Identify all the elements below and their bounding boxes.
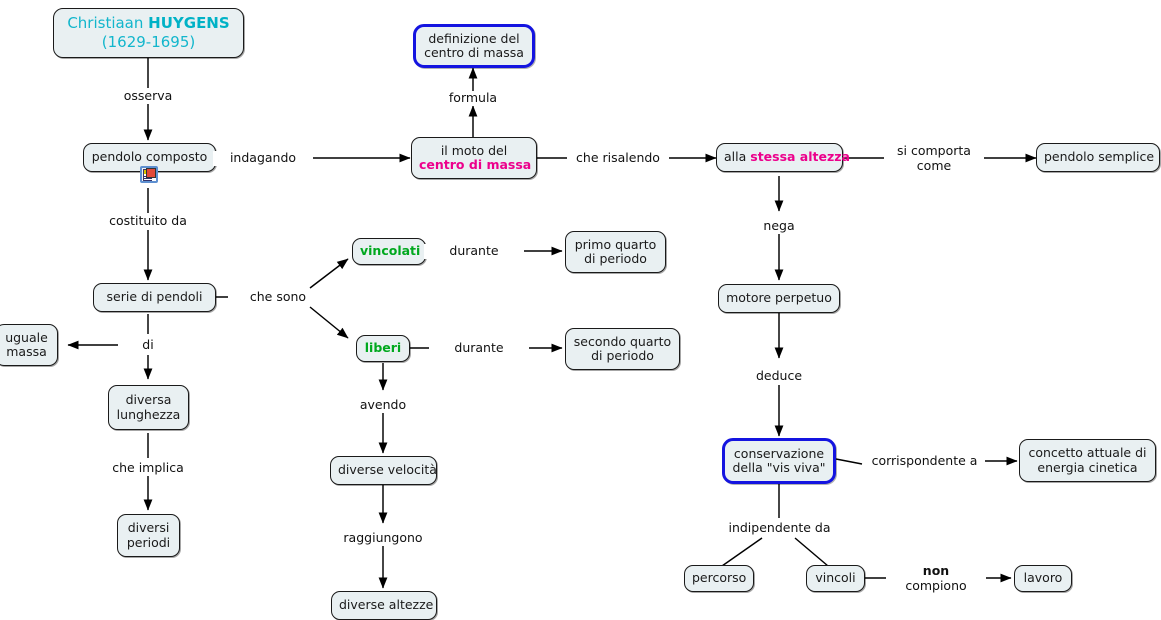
- root-name-normal: Christiaan: [67, 14, 149, 32]
- node-label-line1: concetto attuale di: [1028, 445, 1147, 460]
- node-uguale-massa[interactable]: uguale massa: [0, 324, 58, 366]
- link-label-raggiungono: raggiungono: [333, 530, 433, 546]
- link-label-line2: compiono: [905, 577, 967, 593]
- link-label-line1: si comporta: [897, 143, 971, 158]
- link-label-durante-secondo: durante: [429, 340, 529, 356]
- node-label-line1: secondo quarto: [573, 333, 672, 349]
- node-label-line2: della "vis viva": [732, 460, 826, 475]
- link-label-deduce: deduce: [729, 368, 829, 384]
- node-label: diverse velocità: [338, 462, 437, 478]
- node-lavoro[interactable]: lavoro: [1014, 565, 1072, 592]
- node-percorso[interactable]: percorso: [684, 565, 754, 592]
- node-vincoli[interactable]: vincoli: [806, 565, 865, 592]
- node-motore-perpetuo[interactable]: motore perpetuo: [718, 284, 840, 313]
- node-vincolati[interactable]: vincolati: [352, 238, 426, 265]
- node-diversi-periodi[interactable]: diversi periodi: [117, 514, 180, 557]
- link-label-che-sono: che sono: [228, 289, 328, 305]
- node-label-line2: energia cinetica: [1037, 459, 1138, 475]
- node-label-line1: diversi: [127, 520, 170, 535]
- node-secondo-quarto-di-periodo[interactable]: secondo quarto di periodo: [565, 328, 680, 370]
- node-label-line1: conservazione: [733, 445, 825, 461]
- link-label-nega: nega: [729, 218, 829, 234]
- link-label-che-risalendo: che risalendo: [567, 150, 669, 166]
- node-label-prefix: alla: [724, 149, 751, 165]
- link-label-avendo: avendo: [333, 397, 433, 413]
- node-diverse-velocita[interactable]: diverse velocità: [330, 456, 437, 485]
- link-label-che-implica: che implica: [98, 460, 198, 476]
- node-serie-di-pendoli[interactable]: serie di pendoli: [93, 283, 216, 312]
- node-label-line2: periodi: [126, 534, 171, 550]
- node-label-line2: centro di massa: [424, 45, 524, 60]
- node-label-line1: definizione del: [428, 30, 520, 46]
- node-label-line1: diversa: [125, 392, 172, 407]
- node-label-line1: uguale: [5, 329, 48, 345]
- root-name-bold: HUYGENS: [148, 14, 230, 32]
- link-label-si-comporta-come: si comporta come: [884, 143, 984, 173]
- link-label-indagando: indagando: [213, 150, 313, 166]
- node-label: pendolo semplice: [1044, 149, 1155, 165]
- link-label-osserva: osserva: [98, 88, 198, 104]
- link-label-corrispondente-a: corrispondente a: [866, 453, 983, 469]
- node-conservazione-vis-viva[interactable]: conservazione della "vis viva": [722, 438, 836, 484]
- node-label-line2: di periodo: [591, 348, 654, 363]
- link-label-costituito-da: costituito da: [98, 213, 198, 229]
- node-label: motore perpetuo: [726, 290, 832, 306]
- document-resource-icon[interactable]: [140, 166, 158, 183]
- node-definizione-centro-di-massa[interactable]: definizione del centro di massa: [413, 24, 535, 68]
- node-moto-del-centro-di-massa[interactable]: il moto del centro di massa: [411, 137, 537, 179]
- node-primo-quarto-di-periodo[interactable]: primo quarto di periodo: [565, 231, 666, 273]
- node-christiaan-huygens[interactable]: Christiaan HUYGENS (1629-1695): [53, 8, 244, 58]
- link-label-formula: formula: [423, 90, 523, 106]
- link-label-indipendente-da: indipendente da: [716, 520, 843, 536]
- link-label-line1: non: [922, 563, 950, 578]
- node-alla-stessa-altezza[interactable]: alla stessa altezza: [716, 143, 850, 172]
- node-label-line1: il moto del: [440, 142, 508, 158]
- node-label-line2: centro di massa: [419, 157, 532, 172]
- link-label-non-compiono: non compiono: [886, 563, 986, 593]
- node-pendolo-semplice[interactable]: pendolo semplice: [1036, 143, 1160, 172]
- node-label-line2: massa: [6, 344, 47, 359]
- node-label: liberi: [364, 340, 402, 356]
- node-label-emphasis: stessa altezza: [750, 149, 850, 165]
- node-label: diverse altezze: [339, 597, 434, 613]
- node-label: pendolo composto: [91, 149, 208, 165]
- icon-line-3: [144, 180, 152, 181]
- node-concetto-energia-cinetica[interactable]: concetto attuale di energia cinetica: [1019, 439, 1156, 482]
- link-label-di: di: [118, 337, 178, 353]
- link-label-line2: come: [916, 157, 952, 173]
- node-label-line1: primo quarto: [574, 236, 657, 252]
- root-dates: (1629-1695): [101, 33, 196, 51]
- node-label: vincolati: [360, 243, 421, 259]
- node-diverse-altezze[interactable]: diverse altezze: [331, 591, 437, 620]
- node-label: lavoro: [1023, 570, 1063, 586]
- node-label: serie di pendoli: [106, 289, 203, 305]
- icon-line-2: [144, 178, 152, 179]
- node-label-line2: di periodo: [584, 251, 647, 266]
- icon-thumbnail: [146, 168, 156, 178]
- node-label: vincoli: [815, 570, 856, 586]
- node-label-line2: lunghezza: [116, 406, 181, 422]
- node-diversa-lunghezza[interactable]: diversa lunghezza: [108, 385, 189, 430]
- node-liberi[interactable]: liberi: [356, 335, 410, 362]
- link-label-durante-primo: durante: [424, 243, 524, 259]
- node-label: percorso: [692, 570, 747, 586]
